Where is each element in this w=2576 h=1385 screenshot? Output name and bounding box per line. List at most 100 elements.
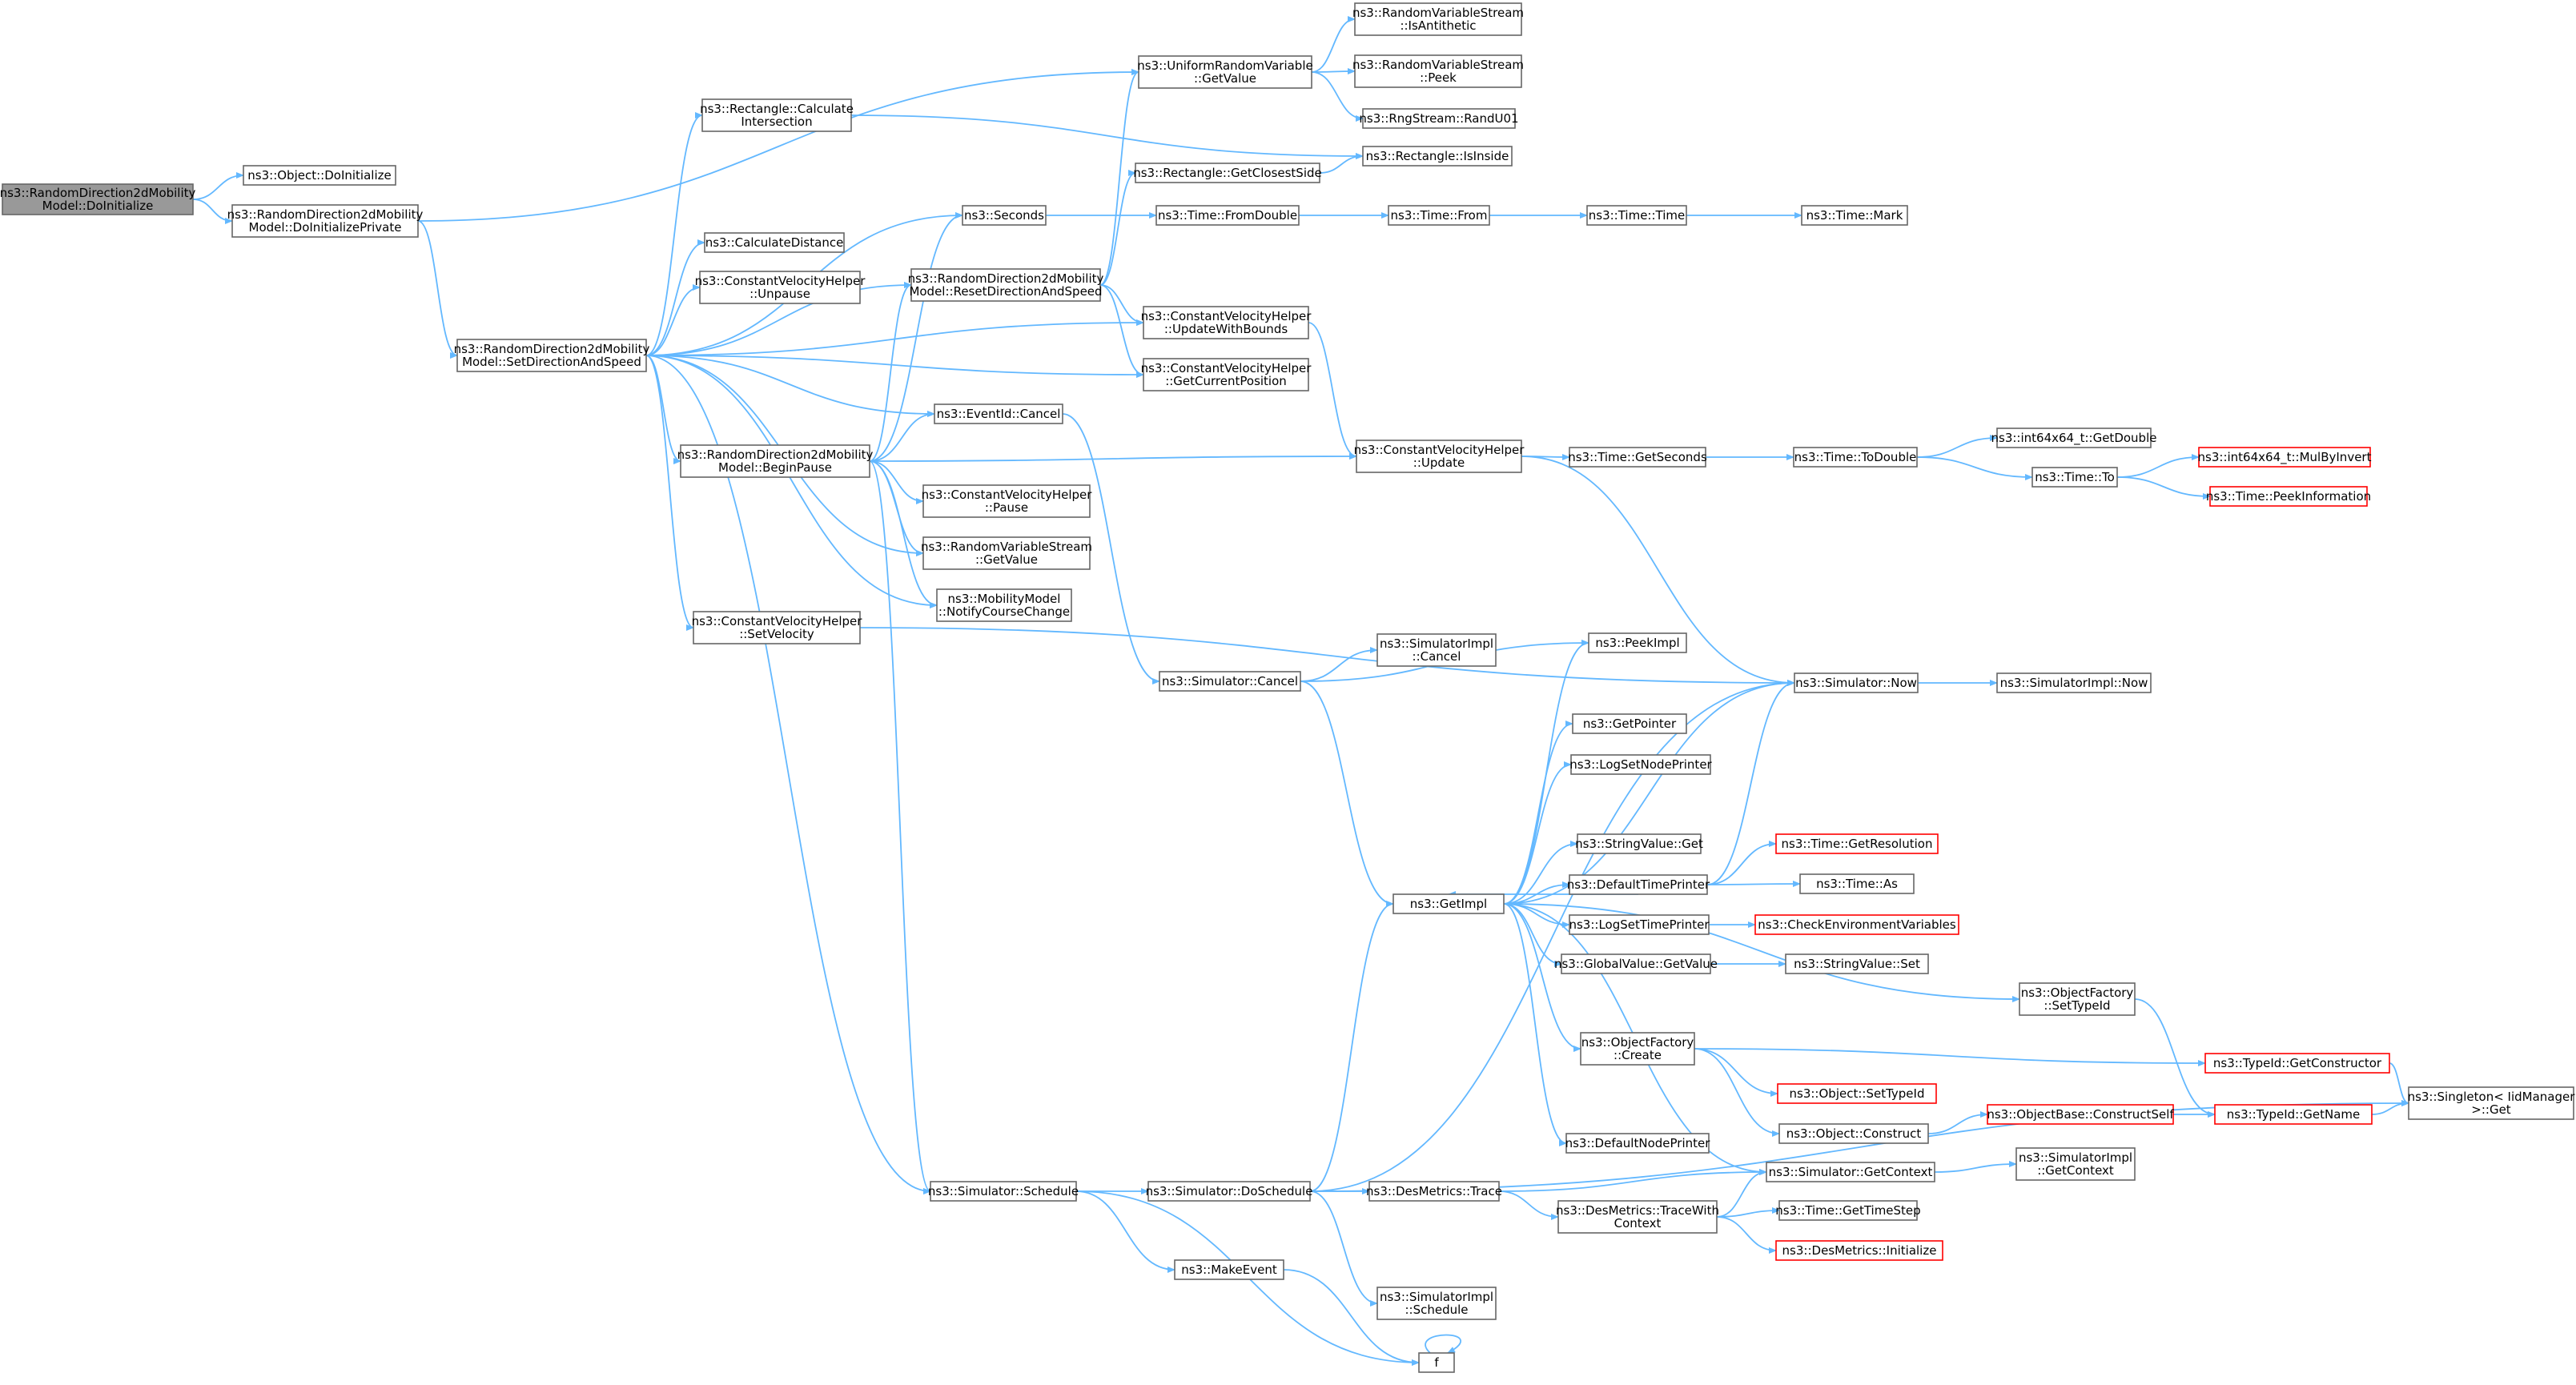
node-getseconds[interactable]: ns3::Time::GetSeconds (1568, 447, 1707, 468)
node-label: ns3::Time::Time (1589, 208, 1686, 223)
node-randu01[interactable]: ns3::RngStream::RandU01 (1359, 108, 1519, 129)
node-simimplcancel[interactable]: ns3::SimulatorImpl::Cancel (1376, 633, 1497, 667)
node-beginpause[interactable]: ns3::RandomDirection2dMobilityModel::Beg… (677, 444, 874, 478)
node-f[interactable]: f (1418, 1352, 1455, 1373)
node-box (1376, 633, 1497, 667)
edge-schedule-to-makeevent (1075, 1190, 1175, 1273)
node-eventcancel[interactable]: ns3::EventId::Cancel (934, 403, 1063, 424)
node-cvhupdate[interactable]: ns3::ConstantVelocityHelper::Update (1354, 440, 1525, 473)
node-rectisinside[interactable]: ns3::Rectangle::IsInside (1362, 146, 1513, 167)
node-notifycourse[interactable]: ns3::MobilityModel::NotifyCourseChange (936, 588, 1072, 622)
node-doinitialize[interactable]: ns3::Object::DoInitialize (243, 165, 396, 186)
node-box (1778, 1200, 1918, 1221)
node-urvgetvalue[interactable]: ns3::UniformRandomVariable::GetValue (1137, 55, 1313, 89)
node-box (1996, 672, 2152, 693)
node-gettime[interactable]: ns3::Time::Time (1586, 205, 1687, 226)
node-box (930, 1181, 1077, 1202)
node-typeidname[interactable]: ns3::TypeId::GetName (2214, 1104, 2373, 1125)
node-schedule[interactable]: ns3::Simulator::Schedule (928, 1181, 1079, 1202)
node-globalget[interactable]: ns3::GlobalValue::GetValue (1554, 953, 1718, 974)
node-label: ns3::Time::GetResolution (1782, 837, 1933, 851)
node-desminit[interactable]: ns3::DesMetrics::Initialize (1775, 1240, 1943, 1261)
node-box (2209, 486, 2368, 507)
node-label: ns3::SimulatorImpl (2019, 1150, 2132, 1165)
node-label: ns3::SimulatorImpl::Now (2000, 676, 2148, 690)
node-peek[interactable]: ns3::RandomVariableStream::Peek (1352, 54, 1524, 88)
node-cvhsetvel[interactable]: ns3::ConstantVelocityHelper::SetVelocity (692, 611, 863, 644)
node-timeas[interactable]: ns3::Time::As (1799, 873, 1915, 894)
node-label: ns3::ConstantVelocityHelper (695, 274, 866, 288)
node-defaulttime[interactable]: ns3::DefaultTimePrinter (1567, 874, 1710, 895)
node-checkenv[interactable]: ns3::CheckEnvironmentVariables (1754, 914, 1959, 935)
node-cvhgetpos[interactable]: ns3::ConstantVelocityHelper::GetCurrentP… (1141, 358, 1312, 391)
edge-setdirection-to-beginpause (645, 355, 681, 464)
node-isantithetic[interactable]: ns3::RandomVariableStream::IsAntithetic (1352, 2, 1524, 36)
node-box (1155, 205, 1300, 226)
node-timemark[interactable]: ns3::Time::Mark (1801, 205, 1908, 226)
node-constructself[interactable]: ns3::ObjectBase::ConstructSelf (1987, 1104, 2174, 1125)
node-box (1392, 893, 1505, 914)
edge-setdirection-to-schedule (645, 355, 931, 1194)
node-stringget[interactable]: ns3::StringValue::Get (1575, 833, 1703, 854)
node-objconstruct[interactable]: ns3::Object::Construct (1778, 1123, 1929, 1144)
node-simimplctx[interactable]: ns3::SimulatorImpl::GetContext (2015, 1147, 2136, 1181)
node-cvhpause[interactable]: ns3::ConstantVelocityHelper::Pause (922, 484, 1093, 518)
node-typeidctor[interactable]: ns3::TypeId::GetConstructor (2204, 1053, 2390, 1074)
node-logsetnode[interactable]: ns3::LogSetNodePrinter (1569, 754, 1713, 775)
node-simcancel[interactable]: ns3::Simulator::Cancel (1159, 671, 1301, 692)
node-label: ns3::RandomVariableStream (921, 540, 1092, 554)
node-doinitprivate[interactable]: ns3::RandomDirection2dMobilityModel::DoI… (227, 204, 424, 238)
node-getresolution[interactable]: ns3::Time::GetResolution (1775, 833, 1939, 854)
node-box (680, 444, 870, 478)
node-getdouble[interactable]: ns3::int64x64_t::GetDouble (1991, 428, 2157, 448)
edge-setdirection-to-cvhsetvel (645, 355, 694, 631)
node-box (1356, 440, 1522, 473)
node-label: ns3::StringValue::Get (1575, 837, 1703, 851)
node-simimplsched[interactable]: ns3::SimulatorImpl::Schedule (1376, 1287, 1497, 1320)
node-cvhunpause[interactable]: ns3::ConstantVelocityHelper::Unpause (695, 271, 866, 304)
node-rvsgetvalue[interactable]: ns3::RandomVariableStream::GetValue (921, 536, 1092, 570)
node-mulbyinvert[interactable]: ns3::int64x64_t::MulByInvert (2198, 447, 2372, 468)
node-gettimestep[interactable]: ns3::Time::GetTimeStep (1775, 1200, 1921, 1221)
node-peekinfo[interactable]: ns3::Time::PeekInformation (2206, 486, 2371, 507)
node-box (243, 165, 396, 186)
node-ofsettypeid[interactable]: ns3::ObjectFactory::SetTypeId (2019, 982, 2136, 1016)
node-defaultnode[interactable]: ns3::DefaultNodePrinter (1565, 1133, 1711, 1154)
node-label: ns3::ConstantVelocityHelper (1354, 443, 1525, 457)
node-singleton[interactable]: ns3::Singleton< IidManager>::Get (2408, 1086, 2576, 1120)
node-timefrom[interactable]: ns3::Time::From (1388, 205, 1490, 226)
node-simgetcontext[interactable]: ns3::Simulator::GetContext (1766, 1162, 1935, 1182)
edge-root-to-doinitialize (192, 172, 244, 200)
node-seconds[interactable]: ns3::Seconds (962, 205, 1047, 226)
node-resetdir[interactable]: ns3::RandomDirection2dMobilityModel::Res… (908, 268, 1104, 302)
node-logsettime[interactable]: ns3::LogSetTimePrinter (1569, 914, 1710, 935)
node-cvhupdatebounds[interactable]: ns3::ConstantVelocityHelper::UpdateWithB… (1141, 306, 1312, 339)
edge-getimpl-to-ofsettypeid (1503, 903, 2020, 1002)
node-label: ::SetVelocity (739, 627, 814, 641)
node-objsettypeid[interactable]: ns3::Object::SetTypeId (1777, 1083, 1937, 1104)
node-simnow[interactable]: ns3::Simulator::Now (1794, 672, 1919, 693)
node-fromdouble[interactable]: ns3::Time::FromDouble (1155, 205, 1300, 226)
node-root[interactable]: ns3::RandomDirection2dMobilityModel::DoI… (0, 183, 196, 215)
node-doschedule[interactable]: ns3::Simulator::DoSchedule (1146, 1181, 1313, 1202)
node-rectclosest[interactable]: ns3::Rectangle::GetClosestSide (1133, 163, 1322, 183)
edge-ofcreate-to-objconstruct (1694, 1048, 1780, 1137)
node-label: ns3::UniformRandomVariable (1137, 58, 1312, 73)
node-calcdist[interactable]: ns3::CalculateDistance (704, 232, 845, 253)
node-desmtrace[interactable]: ns3::DesMetrics::Trace (1366, 1181, 1502, 1202)
edge-setdirection-to-notifycourse (645, 355, 938, 608)
node-stringset[interactable]: ns3::StringValue::Set (1785, 953, 1929, 974)
node-peekimpl[interactable]: ns3::PeekImpl (1588, 632, 1687, 653)
node-todouble[interactable]: ns3::Time::ToDouble (1793, 447, 1918, 468)
node-getimpl[interactable]: ns3::GetImpl (1392, 893, 1505, 914)
node-timeto[interactable]: ns3::Time::To (2031, 467, 2118, 488)
node-getpointer[interactable]: ns3::GetPointer (1572, 713, 1687, 734)
node-makeevent[interactable]: ns3::MakeEvent (1174, 1259, 1284, 1280)
node-simimplnow[interactable]: ns3::SimulatorImpl::Now (1996, 672, 2152, 693)
node-ofcreate[interactable]: ns3::ObjectFactory::Create (1580, 1032, 1695, 1066)
node-box (1388, 205, 1490, 226)
node-label: Model::BeginPause (718, 460, 832, 475)
node-setdirection[interactable]: ns3::RandomDirection2dMobilityModel::Set… (454, 339, 650, 372)
